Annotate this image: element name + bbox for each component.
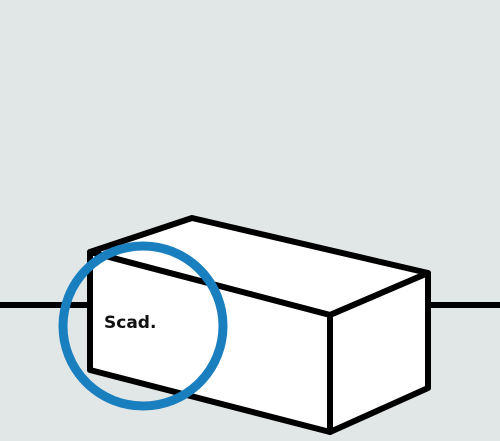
box-label: Scad.: [104, 313, 157, 333]
highlight-circle: [58, 241, 228, 411]
box-side-face: [327, 270, 431, 435]
